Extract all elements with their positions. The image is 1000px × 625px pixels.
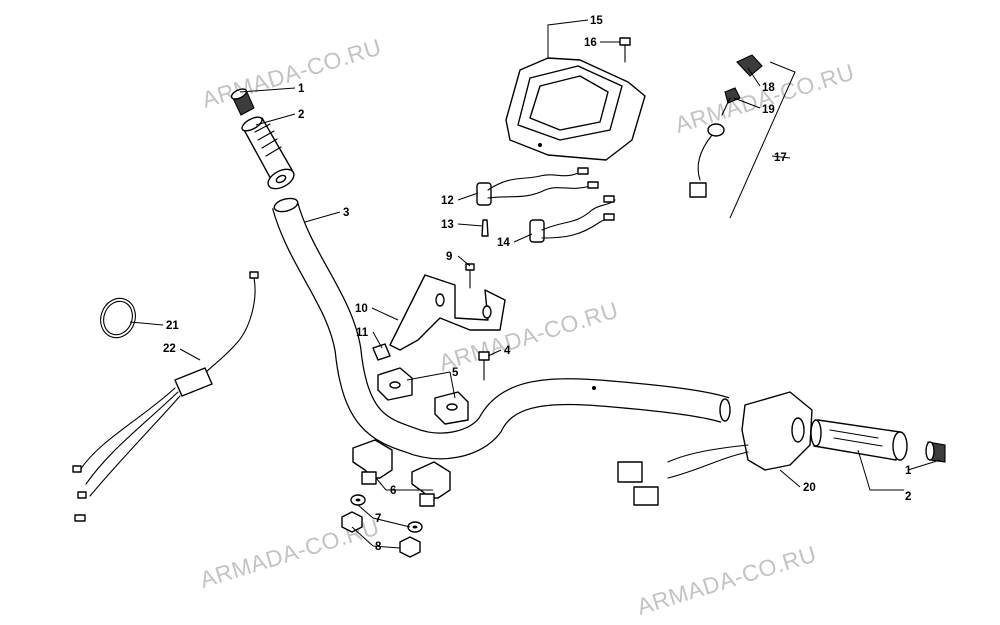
callout-15: 15 <box>590 15 603 27</box>
nuts <box>341 511 421 558</box>
callout-19: 19 <box>762 104 775 116</box>
bar-end-right <box>925 441 946 463</box>
callout-12: 12 <box>441 195 454 207</box>
callout-1-right: 1 <box>905 465 912 477</box>
callout-3: 3 <box>343 207 349 219</box>
callout-2-right: 2 <box>905 491 911 503</box>
callout-18: 18 <box>762 82 775 94</box>
watermark: ARMADA-CO.RU <box>199 33 385 112</box>
callout-7: 7 <box>375 513 381 525</box>
callout-2-left: 2 <box>298 109 304 121</box>
callout-6: 6 <box>390 485 396 497</box>
callouts: 1 2 3 4 5 6 7 8 9 10 11 12 13 14 15 16 1… <box>163 15 912 553</box>
clip-ring <box>100 297 136 339</box>
handlebar <box>271 197 731 460</box>
grip-right <box>810 419 908 461</box>
ignition-switch-assembly <box>689 54 763 198</box>
callout-10: 10 <box>355 303 368 315</box>
clamp-caps <box>377 367 469 425</box>
switch-12 <box>476 167 599 206</box>
callout-13: 13 <box>441 219 454 231</box>
watermark: ARMADA-CO.RU <box>436 296 622 375</box>
switch-housing-right <box>617 391 813 506</box>
leader-lines <box>129 19 941 549</box>
callout-16: 16 <box>584 37 597 49</box>
bolt-4 <box>478 351 490 381</box>
callout-20: 20 <box>803 482 816 494</box>
callout-22: 22 <box>163 343 176 355</box>
screw-16 <box>619 37 631 63</box>
callout-11: 11 <box>356 327 369 339</box>
washers <box>350 494 423 533</box>
pin-13 <box>481 219 489 237</box>
callout-8: 8 <box>375 541 382 553</box>
instrument-housing <box>505 57 646 161</box>
callout-21: 21 <box>166 320 179 332</box>
watermark: ARMADA-CO.RU <box>672 58 858 137</box>
watermark: ARMADA-CO.RU <box>634 540 820 619</box>
callout-5: 5 <box>452 367 459 379</box>
throttle-cable <box>72 271 259 522</box>
callout-14: 14 <box>497 237 510 249</box>
risers <box>352 439 451 507</box>
callout-4: 4 <box>504 345 511 357</box>
group-bracket-17 <box>729 61 796 219</box>
switch-14 <box>529 195 616 243</box>
bracket-assembly <box>372 263 506 361</box>
callout-1-left: 1 <box>298 83 305 95</box>
callout-9: 9 <box>446 251 452 263</box>
grip-left <box>241 116 295 190</box>
callout-17: 17 <box>774 152 787 164</box>
